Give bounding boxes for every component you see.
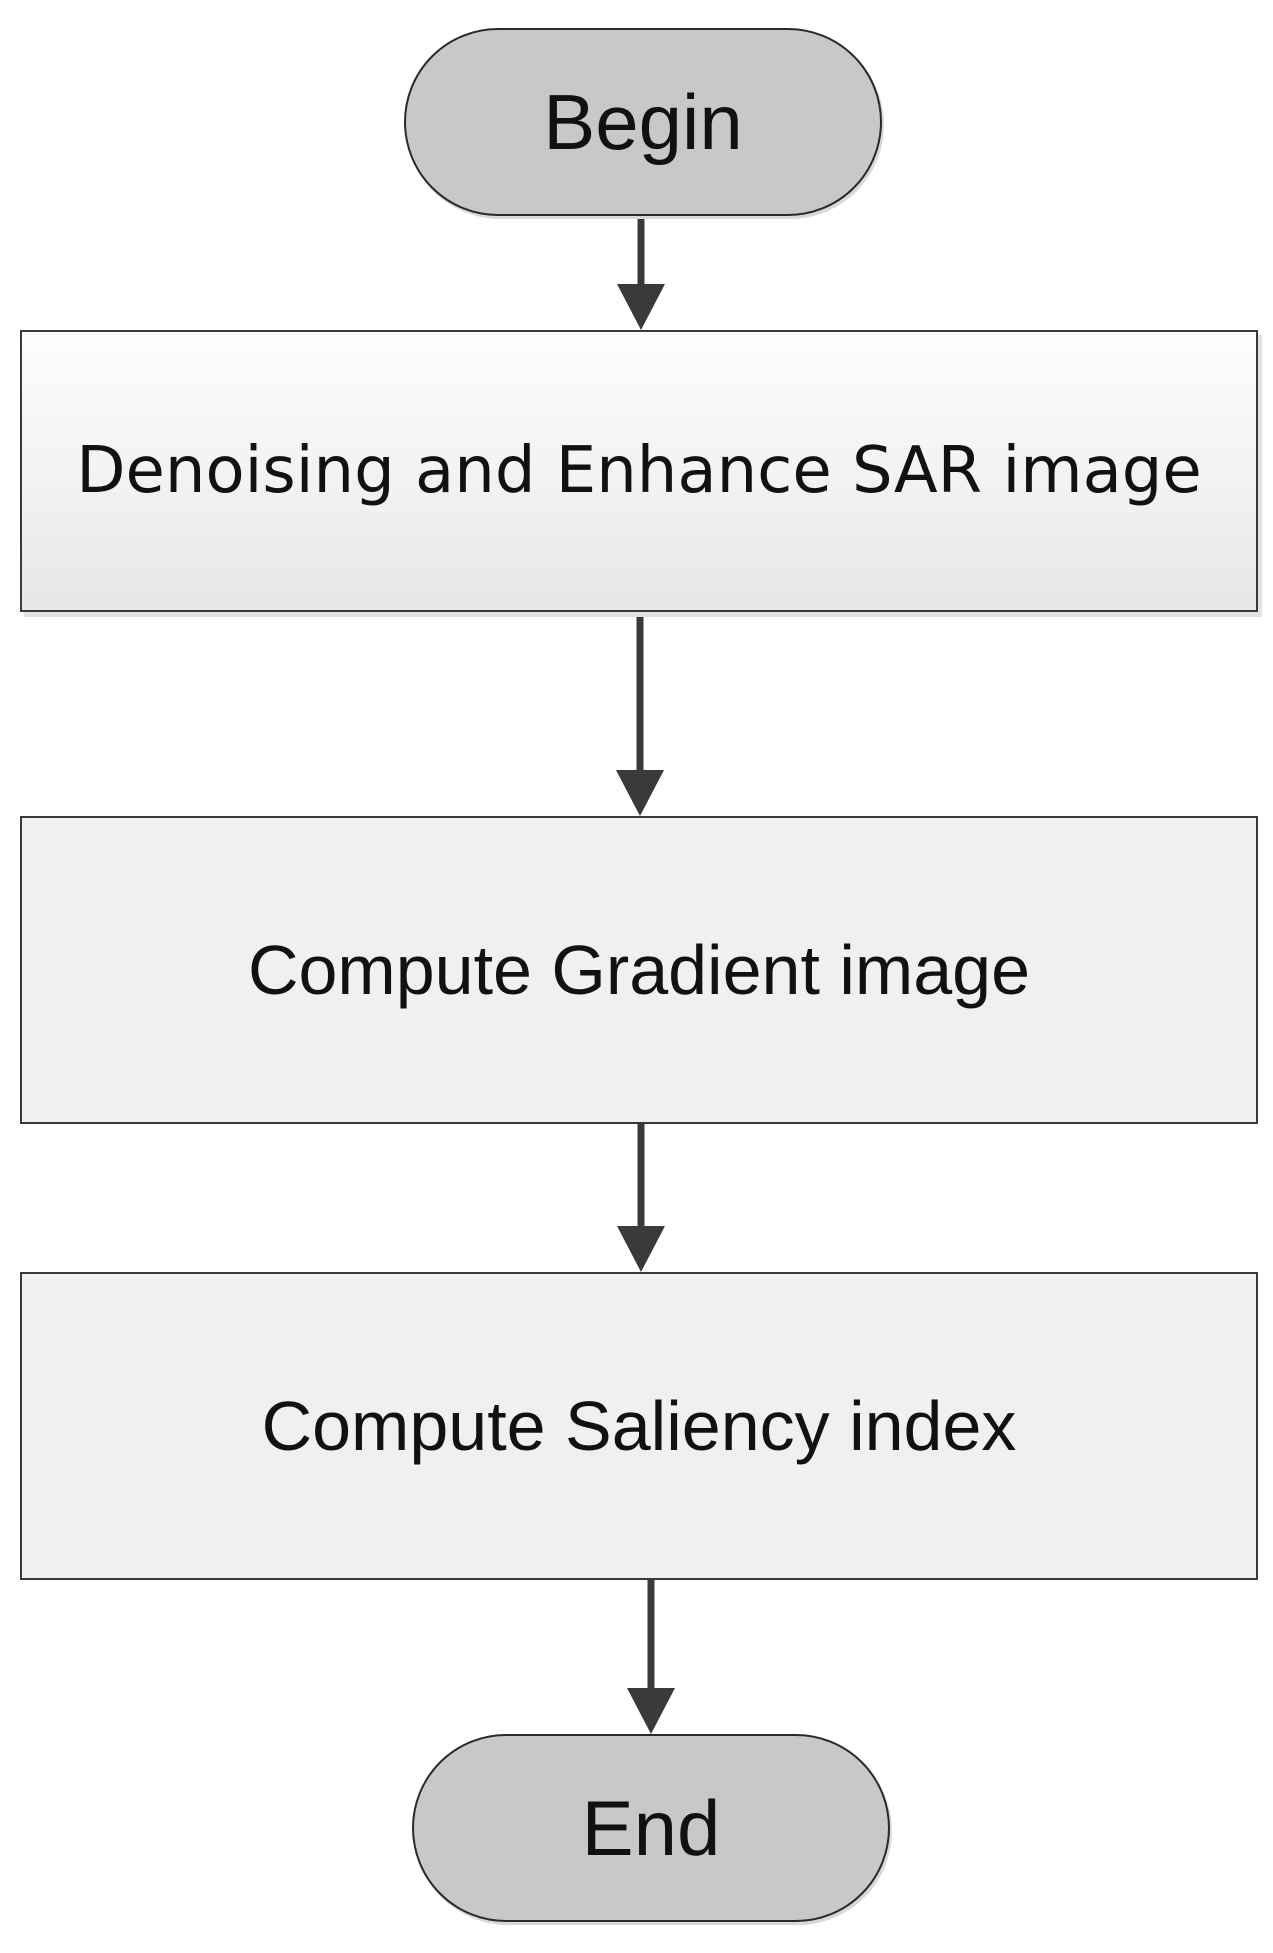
end-terminal: End — [412, 1734, 890, 1922]
arrow-begin-to-step1 — [617, 218, 665, 330]
step-compute-saliency-label: Compute Saliency index — [261, 1387, 1017, 1465]
step-compute-gradient: Compute Gradient image — [20, 816, 1258, 1124]
step-denoise-enhance-label: Denoising and Enhance SAR image — [76, 434, 1202, 508]
arrow-step3-to-end — [627, 1580, 675, 1734]
step-compute-gradient-label: Compute Gradient image — [247, 931, 1031, 1009]
begin-terminal: Begin — [404, 28, 882, 216]
arrow-step1-to-step2 — [616, 612, 664, 816]
arrow-step2-to-step3 — [617, 1124, 665, 1272]
step-compute-saliency: Compute Saliency index — [20, 1272, 1258, 1580]
begin-label: Begin — [543, 77, 743, 166]
step-denoise-enhance: Denoising and Enhance SAR image — [20, 330, 1258, 612]
end-label: End — [581, 1783, 721, 1872]
